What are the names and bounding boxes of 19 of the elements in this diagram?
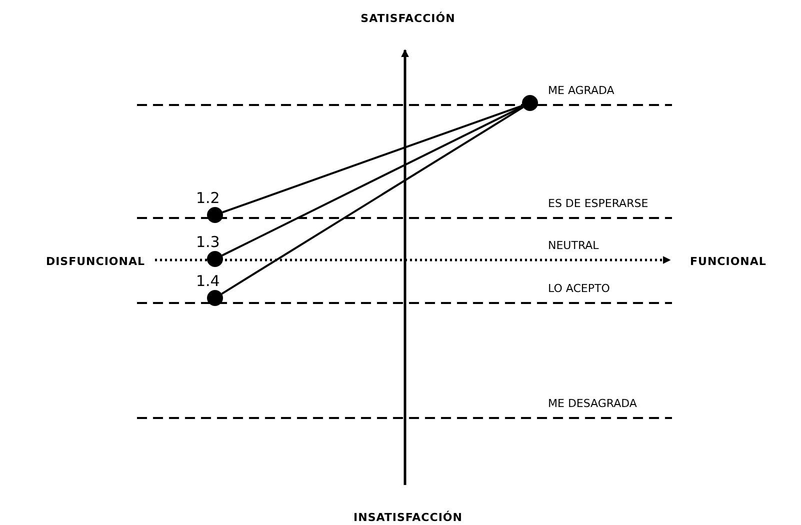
level-label: ME DESAGRADA xyxy=(548,397,637,411)
level-label: LO ACEPTO xyxy=(548,282,610,296)
data-point xyxy=(207,251,223,267)
point-label: 1.2 xyxy=(196,190,220,206)
level-label: ES DE ESPERARSE xyxy=(548,197,648,211)
data-point xyxy=(207,207,223,223)
connector-line xyxy=(221,106,524,295)
axis-label: INSATISFACCIÓN xyxy=(354,511,462,525)
connector-line xyxy=(222,104,523,214)
axis-label: SATISFACCIÓN xyxy=(360,12,456,26)
point-label: 1.3 xyxy=(196,234,220,250)
data-point xyxy=(522,95,538,111)
connector-line xyxy=(222,106,524,256)
axis-label: DISFUNCIONAL xyxy=(46,255,145,269)
data-point xyxy=(207,290,223,306)
point-label: 1.4 xyxy=(196,273,220,289)
level-label: NEUTRAL xyxy=(548,239,599,253)
axis-label: FUNCIONAL xyxy=(690,255,766,269)
level-label: ME AGRADA xyxy=(548,84,614,98)
